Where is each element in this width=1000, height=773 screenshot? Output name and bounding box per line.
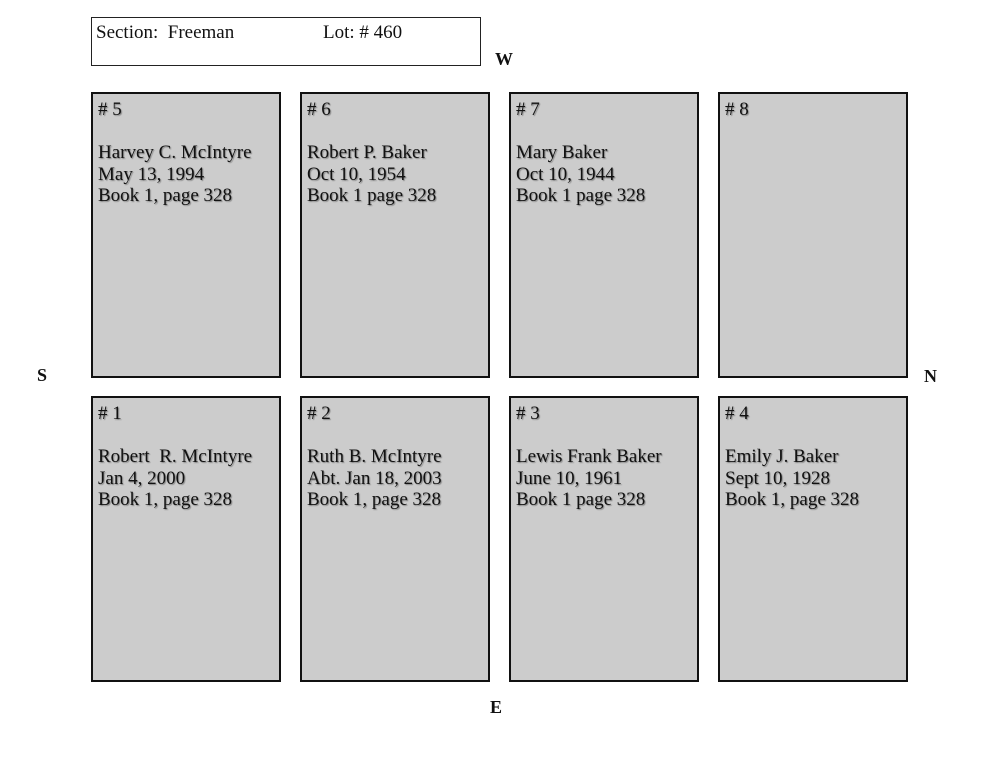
plot-number: # 4: [725, 403, 749, 424]
plot-burial-date: Oct 10, 1954: [307, 163, 406, 185]
plot-occupant-name: Robert R. McIntyre: [98, 446, 253, 467]
plot-number: # 6: [307, 99, 331, 120]
plot-burial-date: May 13, 1994: [98, 163, 205, 185]
plot-occupant-name: Ruth B. McIntyre: [307, 446, 442, 467]
plot-5: # 5 Harvey C. McIntyre May 13, 1994 Book…: [91, 92, 281, 378]
plot-number: # 2: [307, 403, 331, 424]
plot-occupant-name: Emily J. Baker: [725, 446, 839, 467]
plot-number: # 8: [725, 99, 749, 120]
plot-record-reference: Book 1, page 328: [98, 185, 233, 206]
plot-6: # 6 Robert P. Baker Oct 10, 1954 Book 1 …: [300, 92, 490, 378]
plot-burial-date: June 10, 1961: [516, 467, 623, 489]
plot-record-reference: Book 1, page 328: [307, 489, 442, 510]
plot-burial-date: Oct 10, 1944: [516, 163, 615, 185]
plot-burial-date: Sept 10, 1928: [725, 467, 831, 489]
plot-burial-date: Jan 4, 2000: [98, 467, 186, 489]
plot-3: # 3 Lewis Frank Baker June 10, 1961 Book…: [509, 396, 699, 682]
plot-1: # 1 Robert R. McIntyre Jan 4, 2000 Book …: [91, 396, 281, 682]
plot-number: # 7: [516, 99, 540, 120]
plot-number: # 5: [98, 99, 122, 120]
lot-number-label: Lot: # 460: [323, 22, 403, 43]
plot-occupant-name: Harvey C. McIntyre: [98, 142, 252, 163]
plot-occupant-name: Mary Baker: [516, 142, 608, 163]
plot-record-reference: Book 1, page 328: [725, 489, 860, 510]
plot-4: # 4 Emily J. Baker Sept 10, 1928 Book 1,…: [718, 396, 908, 682]
plot-record-reference: Book 1 page 328: [516, 489, 646, 510]
plot-occupant-name: Robert P. Baker: [307, 142, 427, 163]
plot-record-reference: Book 1 page 328: [516, 185, 646, 206]
plot-burial-date: Abt. Jan 18, 2003: [307, 467, 442, 489]
compass-west-label: W: [495, 49, 513, 69]
plot-number: # 3: [516, 403, 540, 424]
plot-number: # 1: [98, 403, 122, 424]
plot-8: # 8: [718, 92, 908, 378]
compass-east-label: E: [490, 697, 503, 717]
plot-2: # 2 Ruth B. McIntyre Abt. Jan 18, 2003 B…: [300, 396, 490, 682]
compass-south-label: S: [37, 365, 48, 385]
lot-header-box: Section: Freeman Lot: # 460: [91, 17, 481, 66]
plot-record-reference: Book 1, page 328: [98, 489, 233, 510]
plot-record-reference: Book 1 page 328: [307, 185, 437, 206]
compass-north-label: N: [924, 366, 937, 386]
plot-7: # 7 Mary Baker Oct 10, 1944 Book 1 page …: [509, 92, 699, 378]
section-label: Section: Freeman: [96, 22, 235, 43]
plot-occupant-name: Lewis Frank Baker: [516, 446, 662, 467]
